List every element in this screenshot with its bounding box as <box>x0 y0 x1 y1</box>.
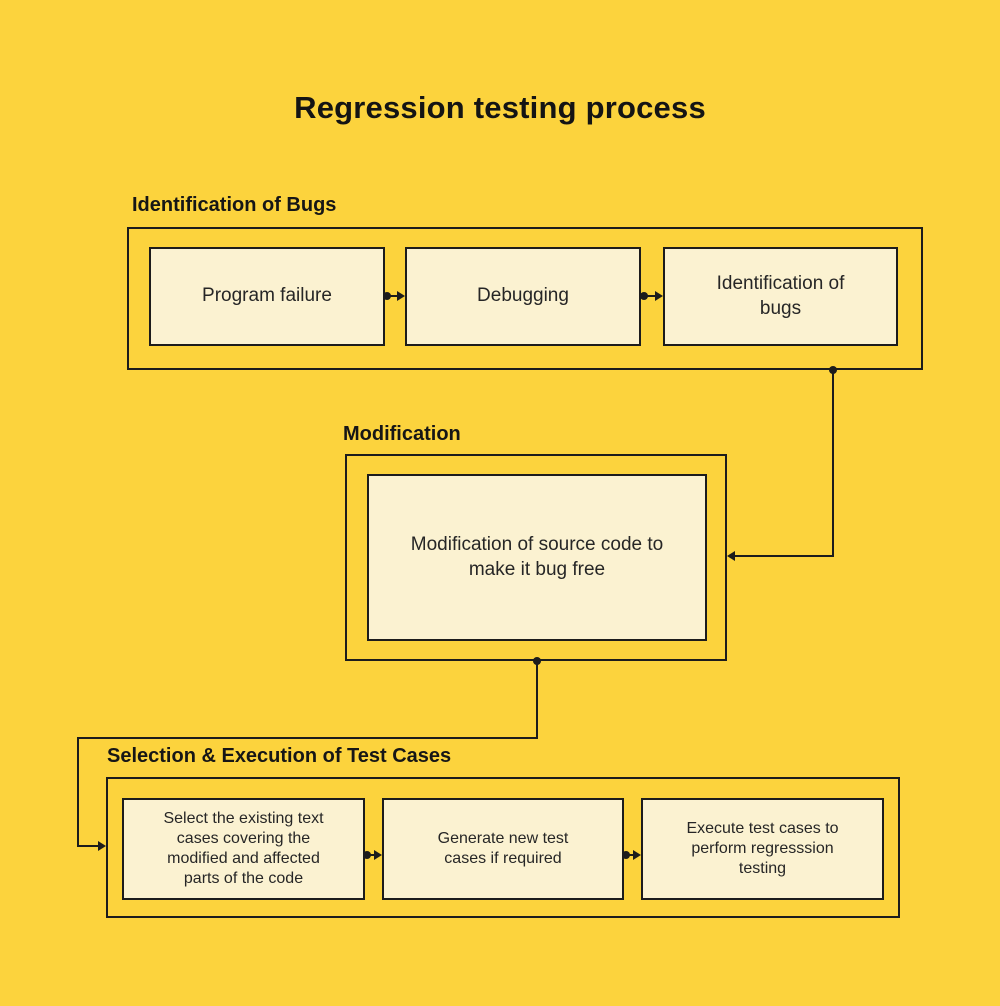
section-label-identification-of-bugs: Identification of Bugs <box>132 194 337 216</box>
step-modification-source-code: Modification of source code to make it b… <box>367 474 707 641</box>
connector-line <box>386 295 398 297</box>
step-label: Modification of source code to make it b… <box>410 533 664 580</box>
step-identification-of-bugs: Identification of bugs <box>663 247 898 346</box>
group-selection-execution: Select the existing text cases covering … <box>106 777 900 918</box>
arrowhead-right-icon <box>98 841 106 851</box>
connector-line <box>77 737 79 847</box>
arrowhead-left-icon <box>727 551 735 561</box>
step-label: Execute test cases to perform regresssio… <box>686 820 839 877</box>
step-select-existing-cases: Select the existing text cases covering … <box>122 798 365 900</box>
section-label-modification: Modification <box>343 423 461 445</box>
arrowhead-right-icon <box>633 850 641 860</box>
step-debugging: Debugging <box>405 247 641 346</box>
connector-line <box>77 737 538 739</box>
group-identification-of-bugs: Program failure Debugging Identification… <box>127 227 923 370</box>
connector-line <box>832 370 834 557</box>
arrowhead-right-icon <box>374 850 382 860</box>
connector-line <box>366 854 376 856</box>
step-label: Identification of bugs <box>716 272 845 319</box>
arrowhead-right-icon <box>655 291 663 301</box>
step-label: Select the existing text cases covering … <box>163 810 324 887</box>
step-execute-test-cases: Execute test cases to perform regresssio… <box>641 798 884 900</box>
step-label: Generate new test cases if required <box>437 830 569 867</box>
connector-line <box>536 661 538 739</box>
group-modification: Modification of source code to make it b… <box>345 454 727 661</box>
step-generate-new-cases: Generate new test cases if required <box>382 798 624 900</box>
connector-line <box>735 555 834 557</box>
step-label: Program failure <box>202 285 332 307</box>
step-label: Debugging <box>477 285 569 307</box>
arrowhead-right-icon <box>397 291 405 301</box>
section-label-selection-execution: Selection & Execution of Test Cases <box>107 745 452 767</box>
connector-line <box>77 845 99 847</box>
diagram-title: Regression testing process <box>294 90 706 125</box>
connector-line <box>643 295 656 297</box>
step-program-failure: Program failure <box>149 247 385 346</box>
connector-line <box>625 854 635 856</box>
